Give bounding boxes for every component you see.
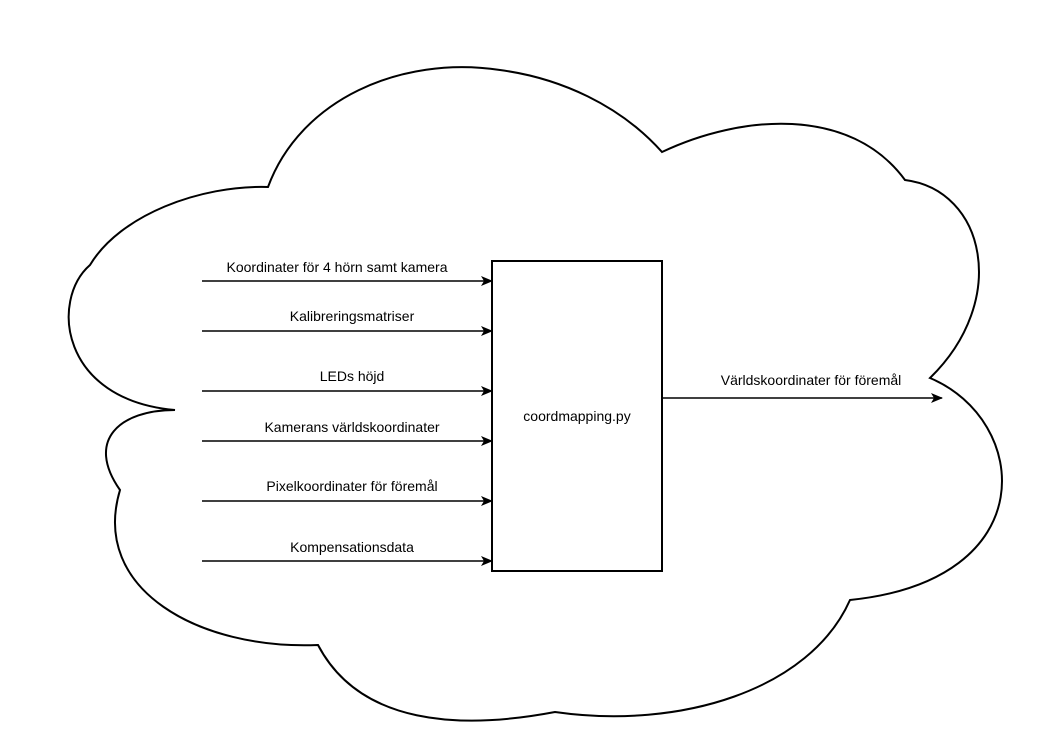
process-label: coordmapping.py: [523, 408, 630, 424]
process-box: [491, 260, 663, 572]
input-arrows: Koordinater för 4 hörn samt kamera Kalib…: [202, 259, 493, 566]
input-label-5: Pixelkoordinater för föremål: [266, 478, 437, 494]
input-label-4: Kamerans världskoordinater: [264, 419, 439, 435]
input-label-2: Kalibreringsmatriser: [290, 308, 415, 324]
input-label-1: Koordinater för 4 hörn samt kamera: [227, 259, 448, 275]
output-label: Världskoordinater för föremål: [721, 372, 902, 388]
input-label-6: Kompensationsdata: [290, 539, 414, 555]
input-label-3: LEDs höjd: [320, 368, 385, 384]
